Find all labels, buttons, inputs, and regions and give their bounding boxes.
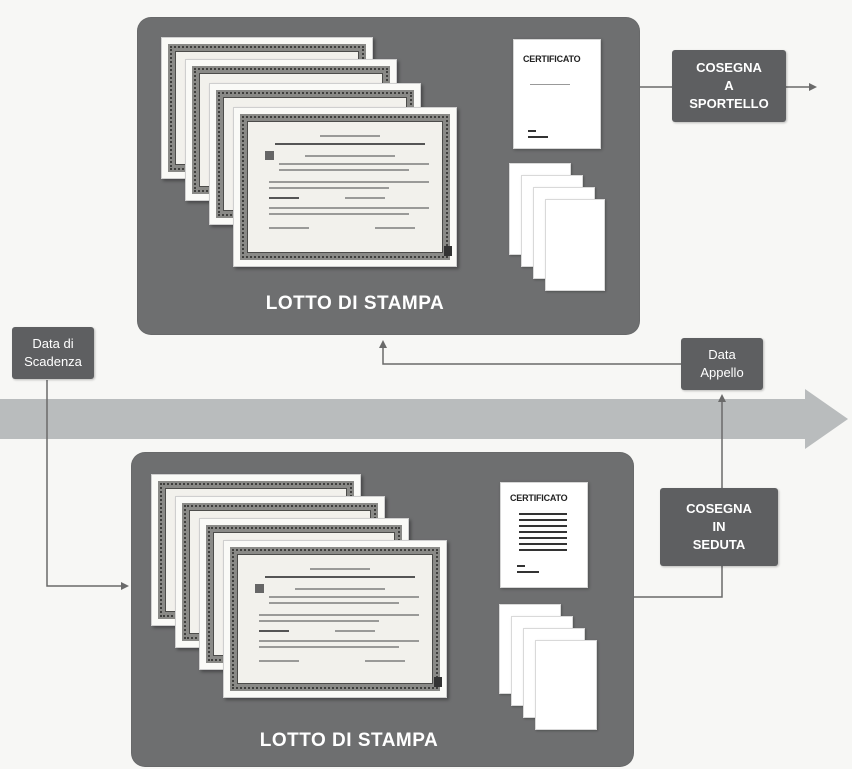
- blank-pages-icon: [535, 640, 597, 730]
- box-line: A: [724, 78, 734, 93]
- box-line: IN: [712, 519, 726, 534]
- data-scadenza-box: Data di Scadenza: [12, 327, 94, 379]
- box-line: COSEGNA: [686, 501, 752, 516]
- box-line: SEDUTA: [692, 537, 746, 552]
- certificate-title: CERTIFICATO: [510, 493, 568, 503]
- box-line: Appello: [700, 365, 744, 380]
- box-line: Data di: [32, 336, 74, 351]
- consegna-seduta-box: COSEGNA IN SEDUTA: [660, 488, 778, 566]
- consegna-sportello-box: COSEGNA A SPORTELLO: [672, 50, 786, 122]
- bottom-print-batch-panel: CERTIFICATO LOTTO DI STAMPA: [131, 452, 634, 767]
- diploma-icon: [223, 540, 447, 698]
- top-print-batch-panel: CERTIFICATO LOTTO DI STAMPA: [137, 17, 640, 335]
- diploma-icon: [233, 107, 457, 267]
- certificate-document-icon: CERTIFICATO: [513, 39, 601, 149]
- certificate-title: CERTIFICATO: [523, 54, 581, 64]
- box-line: COSEGNA: [696, 60, 762, 75]
- data-appello-box: Data Appello: [681, 338, 763, 390]
- panel-label: LOTTO DI STAMPA: [265, 293, 445, 314]
- box-line: Scadenza: [24, 354, 82, 369]
- box-line: Data: [708, 347, 736, 362]
- box-line: SPORTELLO: [689, 96, 769, 111]
- certificate-document-icon: CERTIFICATO: [500, 482, 588, 588]
- blank-pages-icon: [545, 199, 605, 291]
- panel-label: LOTTO DI STAMPA: [259, 730, 439, 751]
